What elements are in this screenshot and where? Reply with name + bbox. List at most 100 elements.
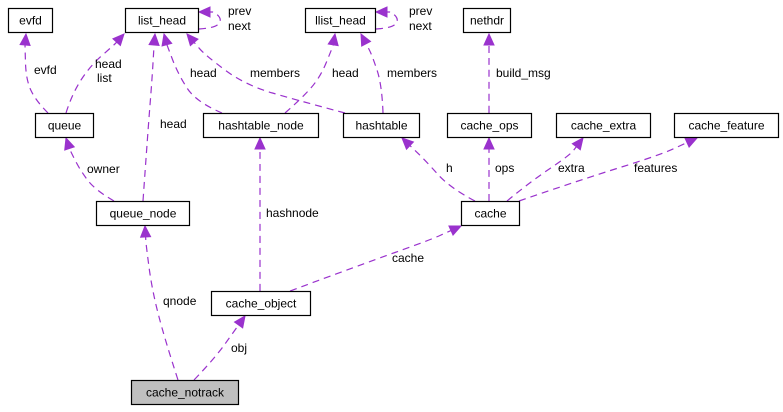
edge-label: cache <box>392 251 424 265</box>
arrowhead-icon <box>327 32 339 47</box>
node-hashtable-node[interactable]: hashtable_node <box>202 112 320 139</box>
edge-label: extra <box>558 161 585 175</box>
node-label: llist_head <box>315 14 366 28</box>
node-box <box>124 7 200 34</box>
edge-label: prev <box>409 4 432 18</box>
edge-cache_notrack-to-queue_node: qnode <box>139 224 197 381</box>
edge-line <box>193 41 346 114</box>
edge-queue_node-to-list_head: head <box>142 32 187 202</box>
arrowhead-icon <box>148 32 160 46</box>
edge-line <box>145 236 179 381</box>
edge-label: next <box>409 19 432 33</box>
edge-label: obj <box>231 341 247 355</box>
edge-label: prev <box>228 4 251 18</box>
node-label: list_head <box>138 14 186 28</box>
node-cache-feature[interactable]: cache_feature <box>673 112 780 139</box>
node-label: cache_notrack <box>146 386 225 400</box>
edge-queue-to-evfd: evfd <box>19 32 57 114</box>
node-queue[interactable]: queue <box>34 112 95 139</box>
node-evfd[interactable]: evfd <box>7 7 54 34</box>
node-label: hashtable <box>355 119 407 133</box>
edge-line <box>284 44 334 114</box>
arrowhead-icon <box>19 32 31 46</box>
edge-hashtable_node-to-list_head: head <box>161 32 223 114</box>
edge-label: head <box>95 57 122 71</box>
edge-label: owner <box>87 162 120 176</box>
node-box <box>446 112 533 139</box>
node-box <box>95 200 191 227</box>
edge-queue_node-to-queue: owner <box>64 136 120 202</box>
arrowhead-icon <box>571 137 584 151</box>
edge-cache_ops-to-nethdr: build_msg <box>483 32 551 113</box>
arrowhead-icon <box>64 136 76 151</box>
edge-label: head <box>190 66 217 80</box>
node-box <box>130 379 240 406</box>
edge-cache-to-cache_extra: extra <box>506 137 585 202</box>
node-box <box>34 112 95 139</box>
arrowhead-icon <box>254 136 266 150</box>
node-label: cache_feature <box>688 119 764 133</box>
node-cache[interactable]: cache <box>460 200 521 227</box>
edge-cache_object-to-hashtable_node: hashnode <box>254 136 319 291</box>
node-label: cache_object <box>226 297 297 311</box>
node-label: queue <box>48 119 82 133</box>
node-label: evfd <box>19 14 42 28</box>
edge-line <box>506 146 577 202</box>
edge-cache_object-to-cache: cache <box>289 225 463 292</box>
node-box <box>202 112 320 139</box>
edge-label: head <box>332 66 359 80</box>
node-cache-ops[interactable]: cache_ops <box>446 112 533 139</box>
edge-line <box>409 145 476 202</box>
edge-line <box>166 44 223 114</box>
node-box <box>460 200 521 227</box>
nodes-layer: evfd list_head llist_head nethdr queue hashta… <box>7 7 780 406</box>
edge-label: list <box>97 71 112 85</box>
edge-cache-to-cache_ops: ops <box>483 136 514 201</box>
arrowhead-icon <box>112 33 125 47</box>
node-box <box>555 112 652 139</box>
arrowhead-icon <box>684 137 699 149</box>
node-nethdr[interactable]: nethdr <box>462 7 512 34</box>
node-cache-object[interactable]: cache_object <box>210 290 312 317</box>
node-label: queue_node <box>110 207 177 221</box>
edge-label: hashnode <box>266 206 319 220</box>
node-cache-notrack[interactable]: cache_notrack <box>130 379 240 406</box>
edge-line <box>375 11 398 30</box>
node-label: nethdr <box>470 14 504 28</box>
node-label: cache_ops <box>460 119 518 133</box>
arrowhead-icon <box>139 224 152 238</box>
node-queue-node[interactable]: queue_node <box>95 200 191 227</box>
edge-label: evfd <box>34 63 57 77</box>
edge-label: members <box>250 66 300 80</box>
node-label: hashtable_node <box>218 119 304 133</box>
node-label: cache_extra <box>571 119 637 133</box>
arrowhead-icon <box>401 137 415 151</box>
edge-label: build_msg <box>496 66 551 80</box>
node-box <box>462 7 512 34</box>
edge-line <box>198 11 221 30</box>
node-box <box>304 7 377 34</box>
edge-label: qnode <box>163 294 197 308</box>
edge-cache-to-cache_feature: features <box>518 137 699 202</box>
edge-line <box>142 44 155 202</box>
edge-label: next <box>228 19 251 33</box>
node-llist-head[interactable]: llist_head <box>304 7 377 34</box>
node-box <box>7 7 54 34</box>
edge-hashtable_node-to-llist_head: head <box>284 32 359 114</box>
arrowhead-icon <box>186 33 199 47</box>
edge-line <box>24 44 49 114</box>
edge-label: features <box>634 161 677 175</box>
arrowhead-icon <box>483 32 495 46</box>
edge-cache-to-hashtable: h <box>401 137 476 202</box>
node-hashtable[interactable]: hashtable <box>342 112 421 139</box>
node-cache-extra[interactable]: cache_extra <box>555 112 652 139</box>
edge-line <box>65 41 118 114</box>
node-box <box>210 290 312 317</box>
node-list-head[interactable]: list_head <box>124 7 200 34</box>
arrowhead-icon <box>360 32 372 47</box>
node-label: cache <box>474 207 506 221</box>
edge-line <box>193 324 240 381</box>
node-box <box>673 112 780 139</box>
edge-label: head <box>160 117 187 131</box>
